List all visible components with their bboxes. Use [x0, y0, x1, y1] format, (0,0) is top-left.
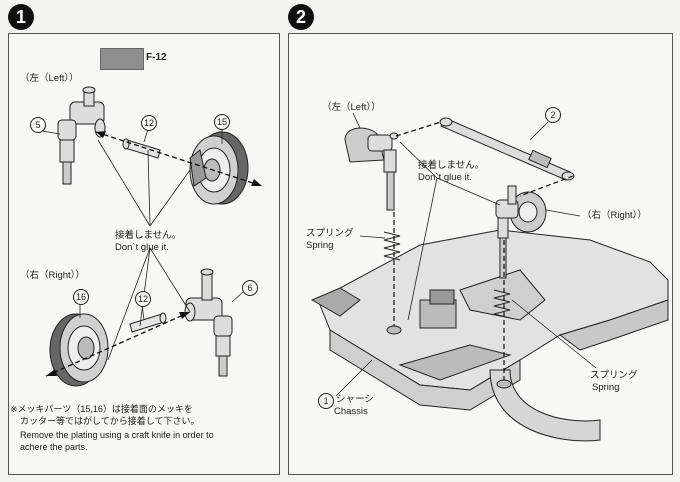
part-number-12-upper: 12: [141, 115, 157, 131]
no-glue-en-1: Don`t glue it.: [115, 242, 169, 253]
no-glue-jp-2: 接着しません。: [418, 160, 485, 171]
step-2-marker: 2: [288, 4, 314, 30]
no-glue-en-2: Don`t glue it.: [418, 172, 472, 183]
part-number-12-lower: 12: [135, 291, 151, 307]
chassis-en: Chassis: [334, 406, 368, 417]
spring-right-drawing: [493, 289, 511, 319]
right-label-1: （右（Right））: [20, 270, 85, 281]
note-jp-line-1: ※メッキパーツ（15,16）は接着面のメッキを: [10, 404, 193, 414]
spring-en-left: Spring: [306, 240, 334, 251]
spring-jp-left: スプリング: [306, 228, 354, 239]
tie-rod-2-drawing: [439, 117, 575, 181]
spring-en-right: Spring: [592, 382, 620, 393]
spring-left-drawing: [383, 231, 401, 261]
chassis-drawing: [310, 229, 669, 442]
step-1-marker: 1: [8, 4, 34, 30]
chassis-jp: シャーシ: [336, 394, 374, 405]
knuckle-left-drawing: [344, 127, 399, 211]
step-1-panel: [8, 33, 280, 475]
right-label-2: （右（Right））: [582, 210, 647, 221]
note-en-line-2: achere the parts.: [20, 442, 88, 452]
note-en-line-1: Remove the plating using a craft knife i…: [20, 430, 214, 440]
part-number-15: 15: [214, 114, 230, 130]
pin-12-upper-drawing: [122, 138, 161, 159]
part-number-6: 6: [242, 280, 258, 296]
hub-right-lower-drawing: [184, 268, 233, 377]
knuckle-right-drawing: [495, 185, 547, 279]
part-number-2: 2: [545, 107, 561, 123]
no-glue-jp-1: 接着しません。: [115, 230, 182, 241]
part-number-1: 1: [318, 393, 334, 409]
note-jp-line-2: カッター等ではがしてから接着して下さい。: [20, 416, 200, 426]
paint-swatch: [100, 48, 144, 70]
part-number-5: 5: [30, 117, 46, 133]
part-number-16: 16: [73, 289, 89, 305]
pin-12-lower-drawing: [129, 312, 167, 333]
hub-left-upper-drawing: [57, 86, 106, 185]
left-label-2: （左（Left））: [322, 102, 381, 113]
paint-code: F-12: [146, 52, 167, 63]
spring-jp-right: スプリング: [590, 370, 638, 381]
left-label-1: （左（Left））: [20, 73, 79, 84]
